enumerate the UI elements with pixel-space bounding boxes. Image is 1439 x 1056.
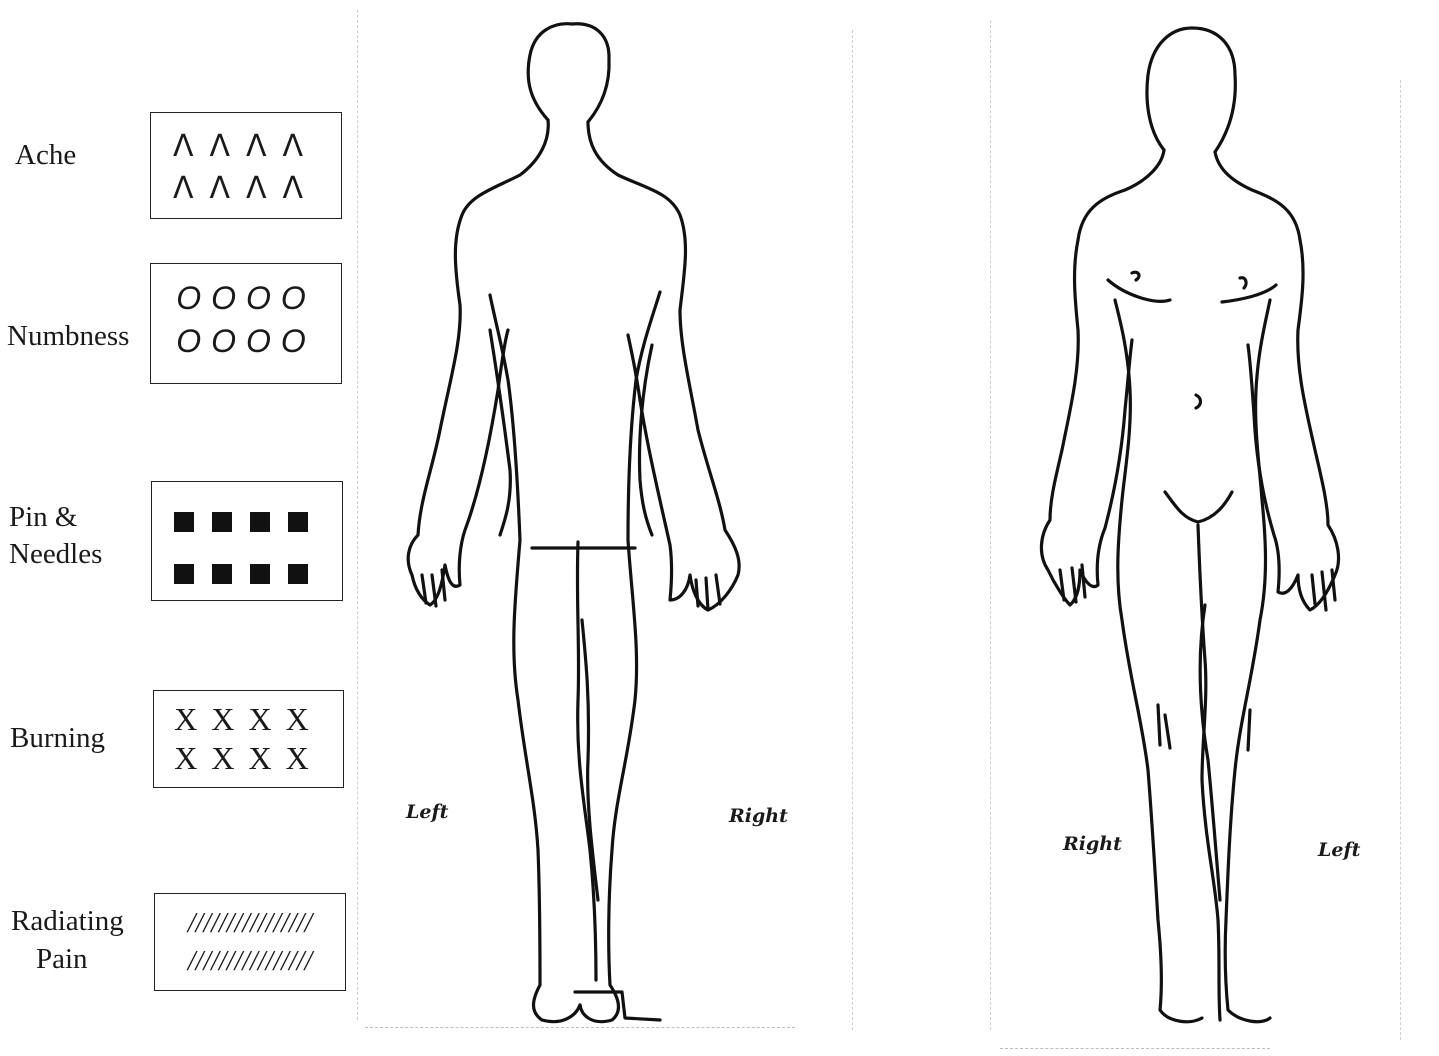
back-view-right-label: Right [729, 805, 788, 827]
pins-squares-row-2 [174, 564, 308, 584]
legend-box-pins-needles [151, 481, 343, 601]
knee-left [1158, 705, 1170, 748]
legend-label-radiating-line-2: Pain [36, 941, 88, 977]
body-outline [1215, 152, 1339, 610]
legend-label-pins-line-1: Pin & [9, 499, 78, 535]
pin-square [174, 564, 194, 584]
chest-right [1222, 285, 1276, 302]
legend-box-ache: ΛΛΛΛ ΛΛΛΛ [150, 112, 342, 219]
torso-left [490, 295, 580, 1022]
pins-squares-row-1 [174, 512, 308, 532]
body-outline [1041, 150, 1164, 605]
head-outline [528, 24, 609, 122]
torso-right [1225, 300, 1270, 1022]
legend-box-numbness: OOOO OOOO [150, 263, 342, 384]
body-outline [588, 122, 739, 610]
panel-border [1400, 80, 1401, 1040]
left-hand-fingers [1060, 565, 1085, 602]
radiating-symbols-row-1: //////////////// [155, 906, 345, 942]
navel [1196, 395, 1201, 408]
pin-square [288, 512, 308, 532]
body-front-view [1030, 0, 1390, 1040]
panel-border [852, 30, 853, 1030]
front-view-right-label: Right [1063, 833, 1122, 855]
back-view-left-label: Left [406, 801, 448, 823]
chest-left [1108, 280, 1170, 301]
head-outline [1147, 28, 1235, 152]
ache-symbols-row-2: ΛΛΛΛ [151, 171, 341, 207]
pin-square [212, 564, 232, 584]
legend-label-burning: Burning [10, 720, 105, 756]
numbness-symbols-row-2: OOOO [151, 323, 341, 359]
torso-right [580, 292, 660, 1022]
inner-arm-left [490, 330, 510, 535]
body-outline [408, 120, 548, 605]
pin-square [250, 512, 270, 532]
nipple-right [1240, 278, 1246, 288]
legend-label-pins-line-2: Needles [9, 536, 102, 572]
burning-symbols-row-2: XXXX [154, 740, 343, 776]
pin-square [174, 512, 194, 532]
burning-symbols-row-1: XXXX [154, 701, 343, 737]
torso-left [1115, 300, 1202, 1022]
pin-square [288, 564, 308, 584]
panel-border [990, 20, 991, 1030]
pin-square [212, 512, 232, 532]
front-view-left-label: Left [1318, 839, 1360, 861]
legend-box-burning: XXXX XXXX [153, 690, 344, 788]
legend-label-ache: Ache [15, 137, 76, 173]
panel-border [1000, 1048, 1270, 1049]
nipple-left [1132, 272, 1139, 280]
body-back-view [390, 0, 770, 1040]
legend-box-radiating: //////////////// //////////////// [154, 893, 346, 991]
knee-right [1248, 710, 1250, 750]
groin [1165, 492, 1232, 522]
ache-symbols-row-1: ΛΛΛΛ [151, 129, 341, 165]
legend-label-numbness: Numbness [7, 318, 129, 354]
panel-border [357, 10, 358, 1020]
right-hand-fingers [1312, 570, 1335, 610]
numbness-symbols-row-1: OOOO [151, 280, 341, 316]
legend-label-radiating-line-1: Radiating [11, 903, 124, 939]
radiating-symbols-row-2: //////////////// [155, 944, 345, 980]
pin-square [250, 564, 270, 584]
